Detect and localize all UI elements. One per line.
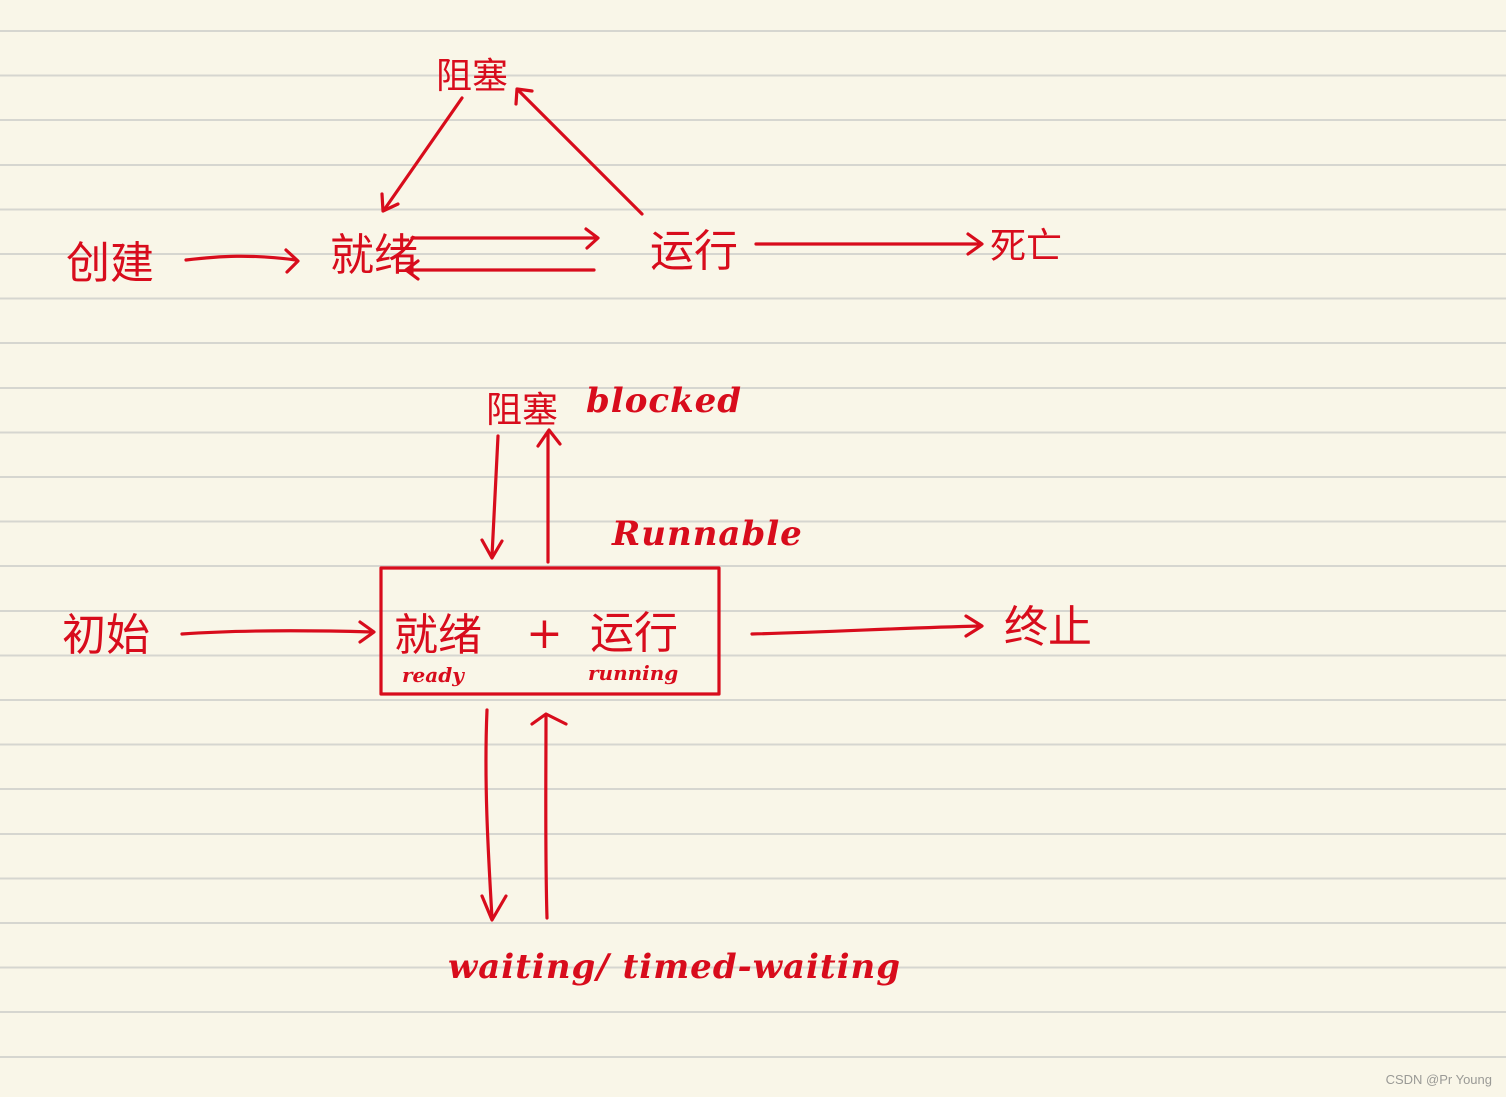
node-ready-en: ready [402,663,465,687]
edge-init-runnable [180,629,374,636]
node-blocked-cn: 阻塞 [486,390,558,431]
runnable-box [379,566,721,696]
node-ready-cn: 就绪 [394,610,482,661]
arrowhead [530,712,568,726]
arrowhead [966,232,984,256]
arrowhead [404,259,420,281]
node-run: 运行 [650,226,738,277]
node-terminate: 终止 [1004,602,1092,653]
node-dead: 死亡 [990,226,1062,267]
arrowhead [480,894,508,922]
edge-runnable-terminate [750,624,982,636]
node-create: 创建 [66,238,154,289]
bottom-diagram: 阻塞 blocked Runnable 初始 就绪 + 运行 ready run… [62,381,1092,987]
watermark: CSDN @Pr Young [1385,1072,1492,1087]
node-ready: 就绪 [330,230,418,281]
label-runnable: Runnable [611,514,803,554]
node-blocked-en: blocked [586,381,742,421]
plus-sign: + [526,608,563,659]
edge-waiting-runnable [544,714,549,920]
edge-blocked-ready [382,96,464,212]
edge-blocked-runnable [490,434,500,558]
top-diagram: 创建 就绪 运行 死亡 阻塞 [66,56,1062,289]
edge-runnable-waiting [484,708,494,920]
arrowhead [584,227,600,250]
node-init: 初始 [62,610,150,661]
arrowhead [380,192,400,213]
arrowhead [480,538,504,560]
arrowhead [514,87,534,106]
node-run-en: running [588,661,678,685]
arrowhead [536,428,562,448]
edge-create-ready [184,254,298,262]
node-blocked: 阻塞 [436,56,508,97]
arrowhead [358,620,376,644]
arrowhead [284,248,300,274]
edge-run-blocked [516,88,644,216]
node-run-cn: 运行 [590,608,678,659]
arrowhead [964,614,984,638]
node-waiting: waiting/ timed-waiting [448,947,901,987]
